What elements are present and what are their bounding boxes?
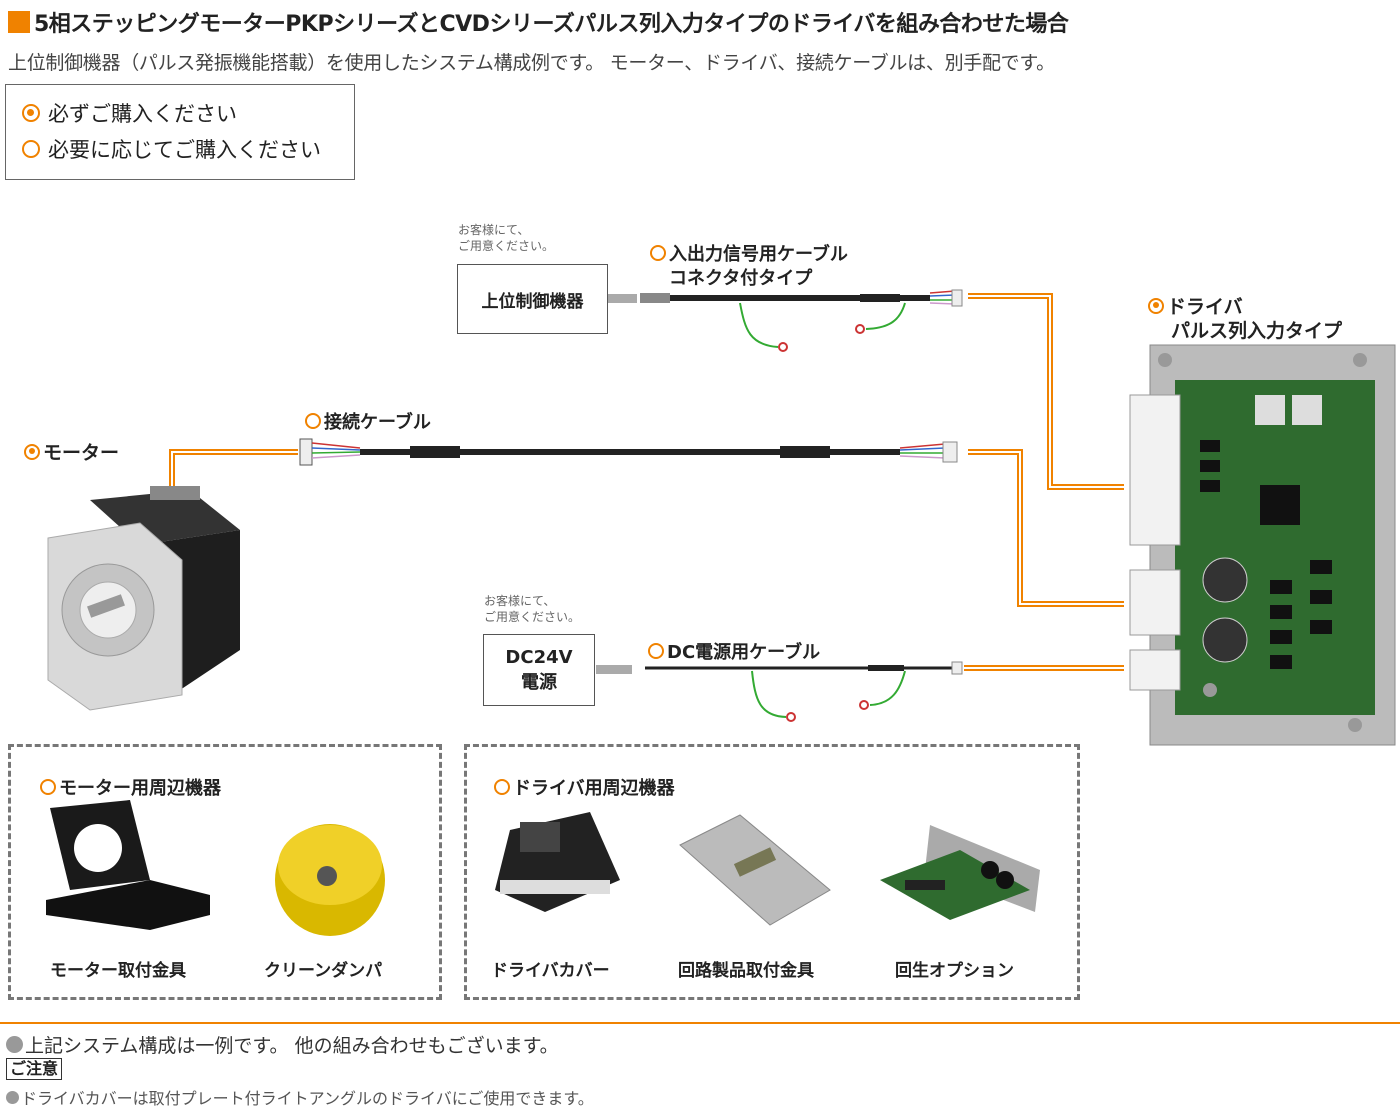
mounting-bracket-illustration bbox=[679, 814, 831, 926]
connection-cable-illustration bbox=[299, 438, 958, 466]
motor-accessories-panel bbox=[8, 744, 442, 1000]
regeneration-option-caption: 回生オプション bbox=[895, 961, 1014, 981]
required-mark-icon bbox=[1148, 297, 1164, 314]
driver-sublabel: パルス列入力タイプ bbox=[1171, 320, 1343, 342]
motor-illustration bbox=[47, 486, 240, 711]
io-cable-sublabel: コネクタ付タイプ bbox=[669, 268, 813, 289]
caution-text: ドライバカバーは取付プレート付ライトアングルのドライバにご使用できます。 bbox=[6, 1085, 594, 1106]
connection-cable-label: 接続ケーブル bbox=[305, 408, 431, 434]
required-mark-icon bbox=[22, 104, 40, 122]
controller-box: 上位制御機器 bbox=[457, 264, 608, 334]
title-marker bbox=[8, 11, 30, 33]
footer-divider bbox=[0, 1022, 1400, 1024]
legend-required: 必ずご購入ください bbox=[22, 95, 338, 131]
driver-accessories-panel bbox=[464, 744, 1080, 1000]
caution-label: ご注意 bbox=[6, 1058, 63, 1080]
driver-cover-illustration bbox=[495, 812, 620, 912]
optional-mark-icon bbox=[40, 779, 56, 795]
driver-cover-caption: ドライバカバー bbox=[491, 961, 610, 981]
customer-note-1: お客様にて、ご用意ください。 bbox=[458, 223, 555, 253]
driver-accessories-title: ドライバ用周辺機器 bbox=[494, 774, 675, 800]
optional-mark-icon bbox=[494, 779, 510, 795]
dc-cable-label: DC電源用ケーブル bbox=[648, 638, 820, 664]
bullet-icon bbox=[6, 1090, 19, 1104]
driver-illustration bbox=[1129, 344, 1396, 746]
driver-label: ドライバ bbox=[1148, 292, 1243, 319]
connection-lines bbox=[169, 293, 1124, 671]
io-cable-illustration bbox=[640, 289, 963, 352]
power-port bbox=[596, 665, 632, 674]
io-cable-label: 入出力信号用ケーブル bbox=[650, 240, 848, 266]
customer-note-2: お客様にて、ご用意ください。 bbox=[484, 594, 581, 624]
motor-mount-bracket-illustration bbox=[46, 800, 210, 930]
optional-mark-icon bbox=[22, 140, 40, 158]
required-mark-icon bbox=[24, 443, 40, 460]
page-subtitle: 上位制御機器（パルス発振機能搭載）を使用したシステム構成例です。 モーター、ドラ… bbox=[8, 52, 1055, 74]
footer-note: 上記システム構成は一例です。 他の組み合わせもございます。 bbox=[6, 1031, 559, 1058]
legend-box: 必ずご購入ください 必要に応じてご購入ください bbox=[5, 84, 355, 180]
motor-mount-bracket-caption: モーター取付金具 bbox=[50, 961, 186, 981]
optional-mark-icon bbox=[650, 245, 666, 261]
motor-accessories-title: モーター用周辺機器 bbox=[40, 774, 221, 800]
controller-port bbox=[607, 294, 637, 303]
regeneration-option-illustration bbox=[880, 825, 1040, 920]
motor-label: モーター bbox=[24, 438, 119, 465]
optional-mark-icon bbox=[648, 643, 664, 659]
legend-optional: 必要に応じてご購入ください bbox=[22, 131, 338, 167]
dc-cable-illustration bbox=[645, 661, 963, 722]
optional-mark-icon bbox=[305, 413, 321, 429]
clean-damper-caption: クリーンダンパ bbox=[264, 961, 383, 981]
mounting-bracket-caption: 回路製品取付金具 bbox=[678, 961, 814, 981]
page-title: 5相ステッピングモーターPKPシリーズとCVDシリーズパルス列入力タイプのドライ… bbox=[8, 6, 1069, 38]
bullet-icon bbox=[6, 1036, 23, 1053]
clean-damper-illustration bbox=[275, 824, 385, 936]
